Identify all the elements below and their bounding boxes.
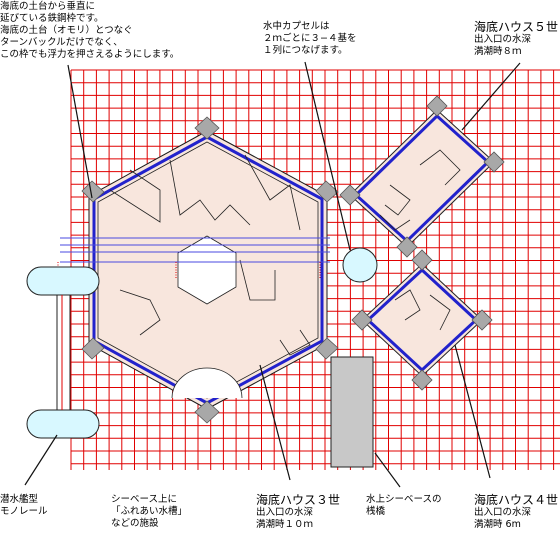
- house3-entrance-arc: [171, 367, 243, 399]
- house3-partition: [279, 329, 311, 356]
- house5-partition: [419, 149, 461, 186]
- bridge-pier: [330, 356, 374, 468]
- house4-title: 海底ハウス４世: [474, 493, 559, 507]
- house4-partition: [429, 294, 451, 331]
- house4-corner-brackets: [351, 249, 493, 391]
- monorail-car-top: [26, 266, 100, 296]
- house3-title: 海底ハウス３世: [256, 493, 341, 507]
- house3-depth-value: 満潮時１０ｍ: [256, 519, 314, 530]
- house3-blue-rails: [60, 237, 330, 263]
- seabase-facility-label: シーベース上に 「ふれあい水槽」 などの施設: [111, 494, 188, 530]
- house5-depth-label: 出入口の水深: [474, 34, 532, 45]
- house5-corner-brackets: [339, 95, 505, 258]
- house3-partition: [109, 169, 161, 223]
- house3-corner-brackets: [81, 116, 339, 424]
- house4-diamond: [361, 263, 483, 377]
- monorail: [26, 266, 100, 439]
- house5-label: 海底ハウス５世 出入口の水深 満潮時８ｍ: [474, 20, 560, 58]
- house5-depth-value: 満潮時８ｍ: [474, 46, 522, 57]
- monorail-car-bottom: [26, 409, 100, 439]
- house5-partition: [379, 214, 411, 231]
- house3-partition: [239, 259, 276, 301]
- house4-depth-value: 満潮時 6m: [474, 519, 521, 530]
- house3-label: 海底ハウス３世 出入口の水深 満潮時１０ｍ: [256, 493, 346, 531]
- frame-note: 海底の土台から垂直に 延びている鉄鋼枠です。 海底の土台（オモリ）とつなぐ ター…: [0, 1, 180, 61]
- house3-partition: [119, 289, 161, 336]
- house3-partition: [244, 154, 301, 231]
- house5-partition: [384, 184, 411, 216]
- capsule-note: 水中カプセルは ２ｍごとに３−４基を １列につなげます。: [263, 21, 357, 56]
- house4-label: 海底ハウス４世 出入口の水深 満潮時 6m: [474, 493, 560, 531]
- house4-partition: [394, 289, 421, 321]
- leader-lines: [24, 61, 521, 488]
- house3-partition: [169, 159, 251, 226]
- house3-depth-label: 出入口の水深: [256, 507, 314, 518]
- house5-structure: [339, 95, 505, 258]
- bridge-label: 水上シーベースの 桟橋: [366, 494, 442, 518]
- capsule: [342, 247, 378, 283]
- house3-structure: [57, 116, 339, 424]
- house3-inner-hexagon: [177, 235, 237, 305]
- house4-depth-label: 出入口の水深: [474, 507, 532, 518]
- monorail-label: 潜水艦型 モノレール: [0, 494, 48, 518]
- house5-title: 海底ハウス５世: [474, 20, 559, 34]
- house4-structure: [351, 249, 493, 391]
